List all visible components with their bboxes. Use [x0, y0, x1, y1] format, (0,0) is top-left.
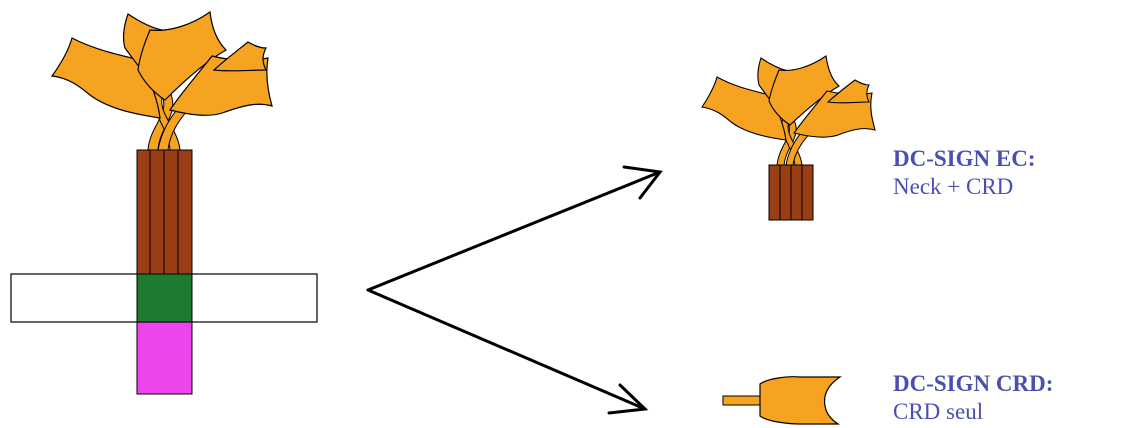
crd-title: DC-SIGN CRD:	[893, 370, 1053, 398]
full-dc-sign	[11, 12, 317, 394]
arrows	[368, 167, 660, 413]
ec-title: DC-SIGN EC:	[893, 145, 1035, 173]
crd-domain	[760, 377, 840, 424]
ec-neck	[769, 165, 813, 220]
arrow-to-crd	[368, 290, 645, 409]
crd-linker	[723, 396, 763, 405]
transmembrane-domain	[137, 274, 192, 322]
label-dc-sign-ec: DC-SIGN EC: Neck + CRD	[893, 145, 1035, 200]
ec-subtitle: Neck + CRD	[893, 173, 1035, 201]
cytoplasmic-domain	[137, 322, 192, 394]
arrow-to-ec	[368, 172, 660, 290]
label-dc-sign-crd: DC-SIGN CRD: CRD seul	[893, 370, 1053, 425]
dc-sign-crd	[723, 377, 840, 424]
neck-region	[137, 150, 192, 274]
dc-sign-ec	[702, 56, 875, 220]
crd-subtitle: CRD seul	[893, 398, 1053, 426]
